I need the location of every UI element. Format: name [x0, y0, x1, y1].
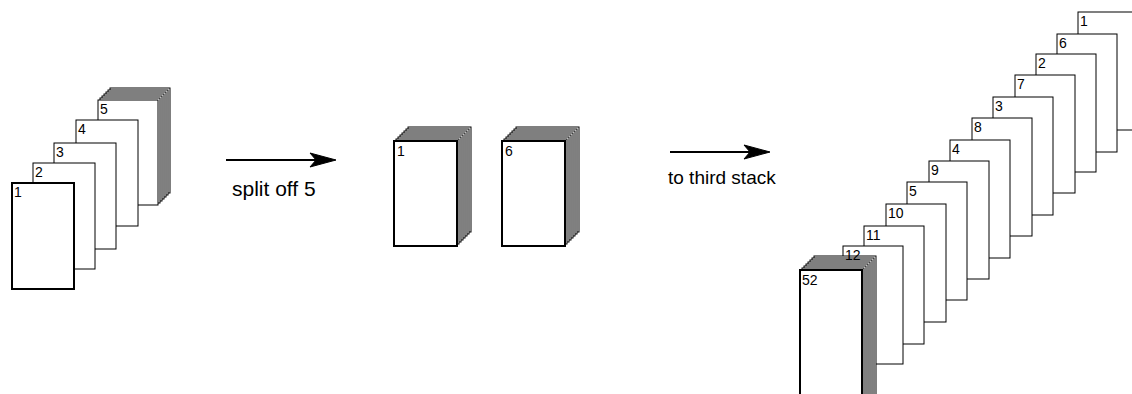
step-label: to third stack [668, 168, 776, 187]
step-label: split off 5 [232, 178, 316, 199]
card-number: 8 [974, 120, 982, 134]
card-number: 10 [888, 206, 904, 220]
card-number: 52 [802, 273, 818, 287]
card-number: 7 [1017, 77, 1025, 91]
card-number: 1 [14, 185, 22, 199]
card-number: 4 [952, 142, 960, 156]
card-number: 1 [397, 144, 405, 158]
card-number: 2 [35, 165, 43, 179]
card-number: 5 [100, 102, 108, 116]
card-number: 12 [845, 248, 861, 262]
card-number: 4 [78, 122, 86, 136]
card-number: 6 [505, 144, 513, 158]
card-number: 9 [931, 163, 939, 177]
card-number: 2 [1038, 56, 1046, 70]
card-number: 3 [56, 145, 64, 159]
card-number: 6 [1059, 36, 1067, 50]
card-number: 5 [909, 184, 917, 198]
card-number: 1 [1080, 14, 1088, 28]
card-number: 3 [995, 99, 1003, 113]
card-number: 11 [866, 228, 881, 242]
